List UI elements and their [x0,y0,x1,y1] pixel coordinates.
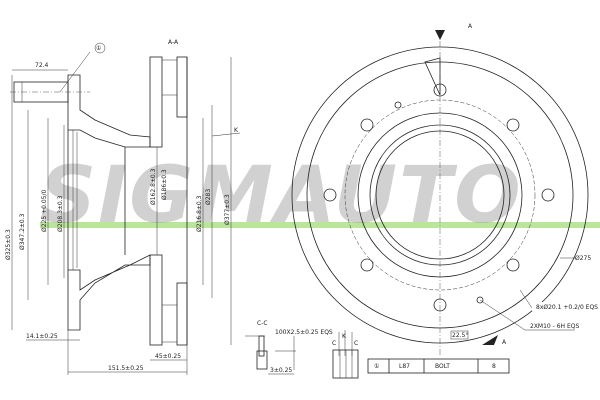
dim-disc-thickness: 45±0.25 [155,353,181,360]
dim-threads: 2XM10 - 6H EQS [530,323,579,330]
dim-d347: Ø347.2±0.3 [19,213,26,250]
dim-d162: Ø162.8±0.3 [150,168,157,205]
table-part: L87 [399,363,410,370]
dim-d216: Ø216.8±0.3 [196,195,203,232]
k-marker: K [234,127,239,134]
wheel-bolt [10,81,90,103]
table-name: BOLT [435,363,450,370]
svg-text:C: C [354,340,358,347]
detail-c-c: C-C 100X2.5±0.25 EQS 3±0.25 [245,320,333,375]
dim-d283: Ø283 [205,189,212,205]
front-view: A A Ø275 8xØ20.1 +0.2/0 EQS 2XM10 - 6H E… [291,23,599,355]
section-view: A-A ① 72.4 Ø325±0.3 Ø347.2±0.3 Ø [5,39,241,375]
bolt-holes [323,83,555,312]
dim-holes: 8xØ20.1 +0.2/0 EQS [536,304,598,311]
svg-text:①: ① [96,45,101,52]
dim-d186: Ø186±0.3 [161,169,168,200]
vent-slot [424,57,441,96]
dim-d275: Ø275 [575,255,591,262]
detail-k: C K C [332,330,359,379]
dim-bolt-length: 72.4 [35,62,49,69]
svg-text:C-C: C-C [257,320,268,327]
dim-slot-depth: 3±0.25 [270,367,292,374]
dim-d377: Ø377±0.3 [224,194,231,225]
table-qty: 8 [492,363,496,370]
dim-flange-thickness: 14.1±0.25 [26,333,58,340]
section-title: A-A [168,39,179,46]
svg-text:C: C [332,340,336,347]
balloon-1 [94,42,106,54]
parts-table: ① L87 BOLT 8 [367,358,510,374]
watermark-logo: SIGMAUTO [40,151,600,241]
table-item: ① [374,363,379,370]
section-mark-a-top: A [468,23,473,30]
dim-overall-height: 151.5±0.25 [108,365,144,372]
dim-d208: Ø208.3±0.3 [57,195,64,232]
section-mark-a-bottom: A [502,339,507,346]
dim-slots: 100X2.5±0.25 EQS [275,329,333,336]
dim-d325: Ø325±0.3 [5,229,12,260]
dim-d225: Ø225 +0.05/0 [41,190,48,232]
dim-angle: 22.5° [452,332,468,339]
svg-text:K: K [342,333,347,340]
svg-text:SIGMAUTO: SIGMAUTO [40,151,523,241]
